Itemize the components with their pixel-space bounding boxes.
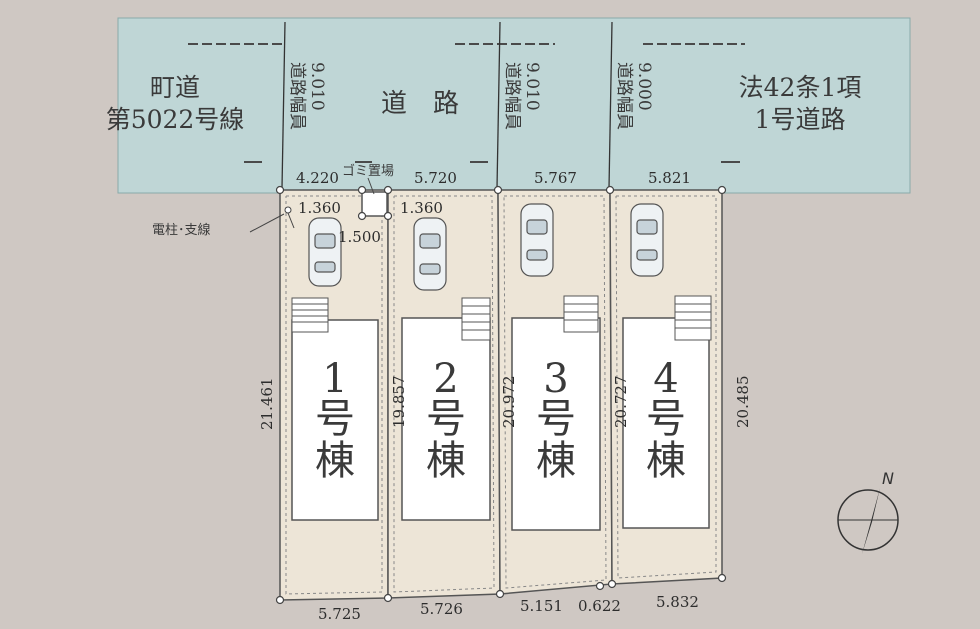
road-width-value-3: 9.000	[634, 62, 654, 111]
garbage-leader	[367, 177, 375, 195]
inner-dims: 1.360 1.360 1.500	[298, 199, 443, 246]
utility-pole-icon	[284, 206, 295, 229]
inner-dim-1: 1.360	[298, 199, 341, 217]
road-width-value-2: 9.010	[522, 62, 542, 111]
road-width-lines	[281, 21, 613, 189]
rear-dim-1: 5.725	[318, 605, 361, 623]
building-1-num: 1	[322, 356, 347, 402]
rear-dim-2: 5.726	[420, 600, 463, 618]
compass-north-label: N	[882, 469, 894, 488]
utility-pole-label: 電柱･支線	[152, 222, 211, 238]
inner-dim-2: 1.360	[400, 199, 443, 217]
building-3	[511, 317, 601, 531]
center-road-label: 道 路	[381, 89, 459, 119]
building-labels: 1 号 棟 2 号 棟 3 号 棟 4 号 棟	[315, 356, 686, 484]
building-3-char1: 号	[536, 396, 576, 442]
building-4-char2: 棟	[646, 438, 686, 484]
depth-dim-1: 21.461	[258, 378, 276, 431]
road-width-value-1: 9.010	[307, 62, 327, 111]
garbage-area-label: ゴミ置場	[342, 163, 394, 179]
rear-dim-5: 5.832	[656, 593, 699, 611]
road-width-label-3: 道路幅員	[614, 62, 634, 130]
frontage-dim-3: 5.767	[534, 169, 577, 187]
building-1	[291, 319, 379, 521]
depth-dim-2: 19.857	[390, 376, 408, 429]
road-width-label-1: 道路幅員	[287, 62, 307, 130]
building-2	[401, 317, 491, 521]
frontage-dims: 4.220 5.720 5.767 5.821	[296, 169, 691, 187]
garbage-area-box	[361, 191, 388, 217]
parking-cars	[308, 203, 664, 291]
car-icon	[630, 203, 664, 277]
building-3-char2: 棟	[536, 438, 576, 484]
article-road-line1: 法42条1項	[739, 73, 862, 102]
depth-dim-5: 20.485	[734, 376, 752, 429]
utility-pole-leader	[249, 213, 285, 233]
car-icon	[413, 217, 447, 291]
depth-dim-4: 20.727	[612, 376, 630, 429]
frontage-dim-2: 5.720	[414, 169, 457, 187]
porch-symbols	[291, 295, 712, 341]
frontage-dim-4: 5.821	[648, 169, 691, 187]
frontage-dim-1: 4.220	[296, 169, 339, 187]
road-markings	[188, 43, 745, 163]
depth-dims: 21.461 19.857 20.972 20.727 20.485	[258, 376, 752, 431]
depth-dim-3: 20.972	[500, 376, 518, 429]
building-2-num: 2	[433, 356, 458, 402]
road-width-label-2: 道路幅員	[502, 62, 522, 130]
boundary-markers	[275, 185, 727, 605]
building-3-num: 3	[543, 356, 568, 402]
town-road-line1: 町道	[150, 73, 200, 102]
building-1-char1: 号	[315, 396, 355, 442]
building-4	[622, 317, 710, 529]
building-1-char2: 棟	[315, 438, 355, 484]
building-2-char2: 棟	[426, 438, 466, 484]
rear-dim-4: 0.622	[578, 597, 621, 615]
compass-icon: N	[837, 469, 899, 554]
car-icon	[308, 217, 342, 287]
car-icon	[520, 203, 554, 277]
building-2-char1: 号	[426, 396, 466, 442]
inner-dim-3: 1.500	[338, 228, 381, 246]
building-4-num: 4	[653, 356, 678, 402]
article-road-line2: 1号道路	[755, 105, 846, 134]
building-4-char1: 号	[646, 396, 686, 442]
rear-dim-3: 5.151	[520, 597, 563, 615]
rear-dims: 5.725 5.726 5.151 0.622 5.832	[318, 593, 699, 623]
road-area	[117, 17, 911, 194]
buildings	[291, 317, 710, 531]
road-width-labels: 道路幅員 9.010 道路幅員 9.010 道路幅員 9.000	[287, 62, 654, 130]
town-road-line2: 第5022号線	[106, 105, 245, 134]
